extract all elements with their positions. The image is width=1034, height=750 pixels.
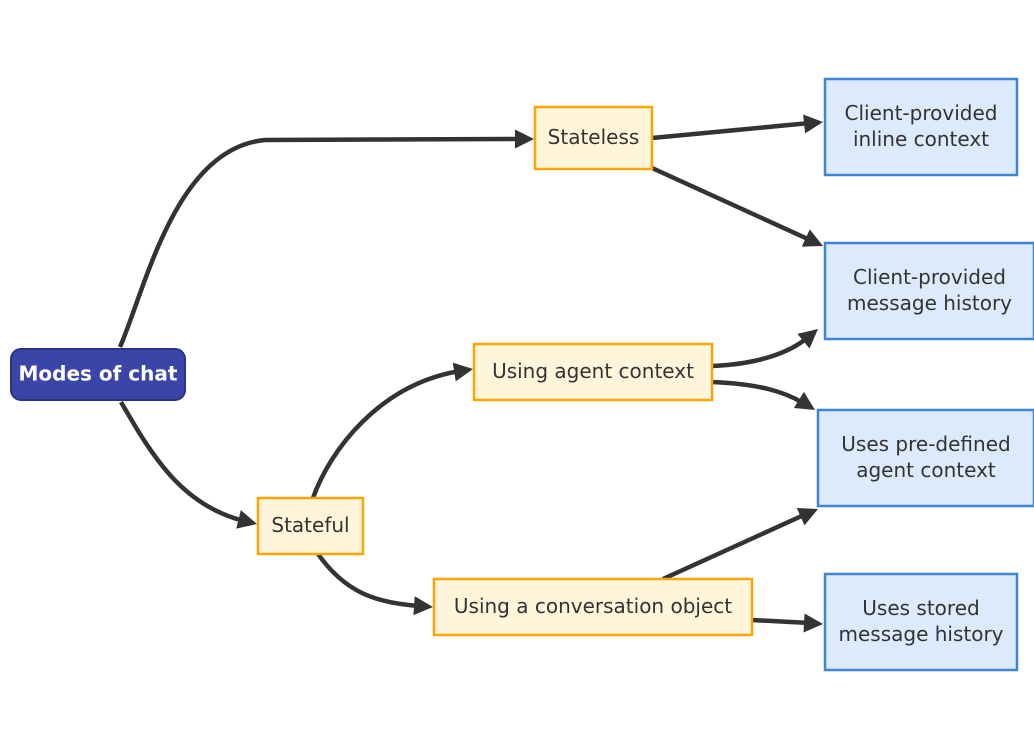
arrowhead-icon: [793, 391, 815, 410]
node-box[interactable]: [816, 408, 1034, 508]
edge-line: [711, 336, 809, 369]
node-box[interactable]: [10, 348, 186, 401]
arrowhead-icon: [803, 114, 823, 134]
edge-stateful-to-agent-context: [310, 362, 473, 499]
node-agent-context[interactable]: Using agent context: [472, 342, 714, 402]
edge-stateless-to-inline-context: [651, 114, 823, 141]
node-label: Using agent context: [492, 359, 694, 383]
arrowhead-icon: [803, 613, 823, 633]
edge-line: [662, 511, 807, 582]
edge-line: [310, 368, 461, 499]
node-box[interactable]: [432, 577, 754, 637]
edge-root-to-stateful: [119, 400, 257, 529]
node-stateless[interactable]: Stateless: [533, 105, 654, 171]
node-box[interactable]: [472, 342, 714, 402]
node-label: Stateless: [548, 125, 640, 149]
arrowhead-icon: [801, 229, 823, 247]
node-label: Modes of chat: [19, 361, 178, 385]
edge-line: [651, 165, 811, 243]
node-box[interactable]: [823, 241, 1034, 341]
node-conversation-object[interactable]: Using a conversation object: [432, 577, 754, 637]
arrowhead-icon: [796, 508, 818, 526]
edge-agent-context-to-predefined-agent-context: [711, 379, 815, 410]
edge-line: [316, 552, 421, 609]
edge-stateless-to-message-history: [651, 165, 823, 247]
edge-conversation-object-to-stored-message-history: [751, 613, 823, 633]
node-label: Stateful: [271, 513, 349, 537]
edge-line: [117, 136, 522, 348]
edge-line: [651, 120, 811, 141]
node-box[interactable]: [533, 105, 654, 171]
edge-conversation-object-to-predefined-agent-context: [662, 508, 818, 582]
node-stateful[interactable]: Stateful: [256, 496, 365, 556]
edge-line: [119, 400, 245, 524]
node-label: Using a conversation object: [454, 594, 732, 618]
edge-stateful-to-conversation-object: [316, 552, 433, 616]
arrowhead-icon: [515, 129, 534, 149]
edge-root-to-stateless: [117, 129, 534, 348]
edge-agent-context-to-message-history: [711, 329, 818, 369]
edge-layer: [117, 114, 823, 633]
node-box[interactable]: [823, 77, 1019, 177]
arrowhead-icon: [797, 329, 818, 349]
arrowhead-icon: [413, 596, 433, 616]
arrowhead-icon: [452, 362, 473, 382]
arrowhead-icon: [236, 510, 257, 529]
node-root[interactable]: Modes of chat: [10, 348, 186, 401]
node-box[interactable]: [823, 572, 1019, 672]
edge-line: [711, 379, 805, 405]
node-box[interactable]: [256, 496, 365, 556]
edge-line: [751, 617, 811, 626]
